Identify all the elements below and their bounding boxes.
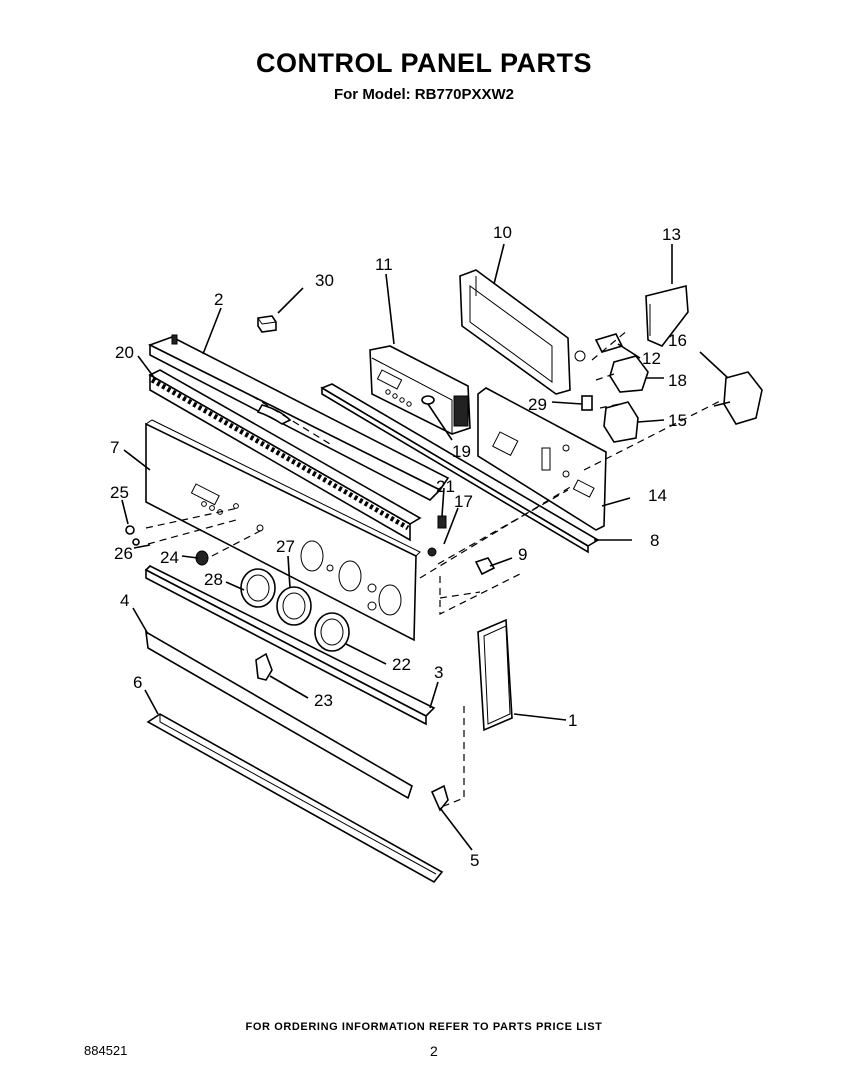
callout-13: 13: [662, 225, 681, 244]
callout-5: 5: [470, 851, 479, 870]
callout-14: 14: [648, 486, 667, 505]
callout-10: 10: [493, 223, 512, 242]
part-9-clip: [474, 557, 496, 576]
part-6-bottom-rail: [146, 713, 444, 884]
callout-2: 2: [214, 290, 223, 309]
callout-1: 1: [568, 711, 577, 730]
part-10-bracket-frame: [459, 269, 571, 395]
part-15-terminal-block: [603, 401, 639, 443]
part-17-clip: [427, 547, 437, 557]
part-5-clip: [430, 784, 449, 812]
part-13-rear-cover: [645, 284, 689, 347]
callout-18: 18: [668, 371, 687, 390]
page-title: CONTROL PANEL PARTS: [255, 48, 593, 78]
part-20-vent-strip: [148, 369, 422, 542]
part-11-display-module: [369, 345, 471, 435]
part-30-clip: [257, 315, 277, 333]
part-4-lower-strip: [145, 630, 413, 800]
part-12-switch: [574, 333, 624, 362]
callout-labels: 30 2 20 7 25 26 24 28 27 22 23 4 3 6 5 1…: [110, 223, 687, 870]
callout-30: 30: [315, 271, 334, 290]
callout-24: 24: [160, 548, 179, 567]
callout-20: 20: [115, 343, 134, 362]
part-27-knob-ring: [276, 586, 312, 626]
part-16-selector-switch: [713, 371, 763, 425]
page-number: 2: [430, 1043, 438, 1059]
callout-23: 23: [314, 691, 333, 710]
part-28-knob-ring: [240, 568, 276, 608]
callout-8: 8: [650, 531, 659, 550]
callout-12: 12: [642, 349, 661, 368]
assembly-lines: [145, 329, 723, 807]
part-26-button: [132, 538, 140, 546]
part-14-control-board: [477, 387, 607, 531]
callout-11: 11: [375, 255, 393, 274]
callout-19: 19: [452, 442, 471, 461]
part-7-control-panel: [145, 419, 421, 642]
part-25-screw: [125, 525, 135, 535]
leader-lines: [121, 243, 729, 851]
part-19-lamp: [421, 395, 435, 405]
callout-21: 21: [436, 477, 455, 496]
callout-16: 16: [668, 331, 687, 350]
callout-9: 9: [518, 545, 527, 564]
callout-7: 7: [110, 438, 119, 457]
callout-3: 3: [434, 663, 443, 682]
callout-6: 6: [133, 673, 142, 692]
model-subtitle: For Model: RB770PXXW2: [333, 86, 515, 103]
part-1-side-bracket: [477, 618, 513, 732]
ordering-note: FOR ORDERING INFORMATION REFER TO PARTS …: [245, 1021, 603, 1033]
callout-28: 28: [204, 570, 223, 589]
part-23-knob: [255, 652, 273, 681]
part-29-spacer: [581, 395, 593, 411]
part-22-knob-ring: [314, 612, 350, 652]
part-21-clip: [437, 515, 447, 529]
callout-26: 26: [114, 544, 133, 563]
callout-25: 25: [110, 483, 129, 502]
callout-15: 15: [668, 411, 687, 430]
callout-27: 27: [276, 537, 295, 556]
part-3-lower-trim: [144, 565, 436, 726]
callout-22: 22: [392, 655, 411, 674]
document-number: 884521: [84, 1043, 128, 1058]
callout-17: 17: [454, 492, 473, 511]
callout-4: 4: [120, 591, 129, 610]
callout-29: 29: [528, 395, 547, 414]
